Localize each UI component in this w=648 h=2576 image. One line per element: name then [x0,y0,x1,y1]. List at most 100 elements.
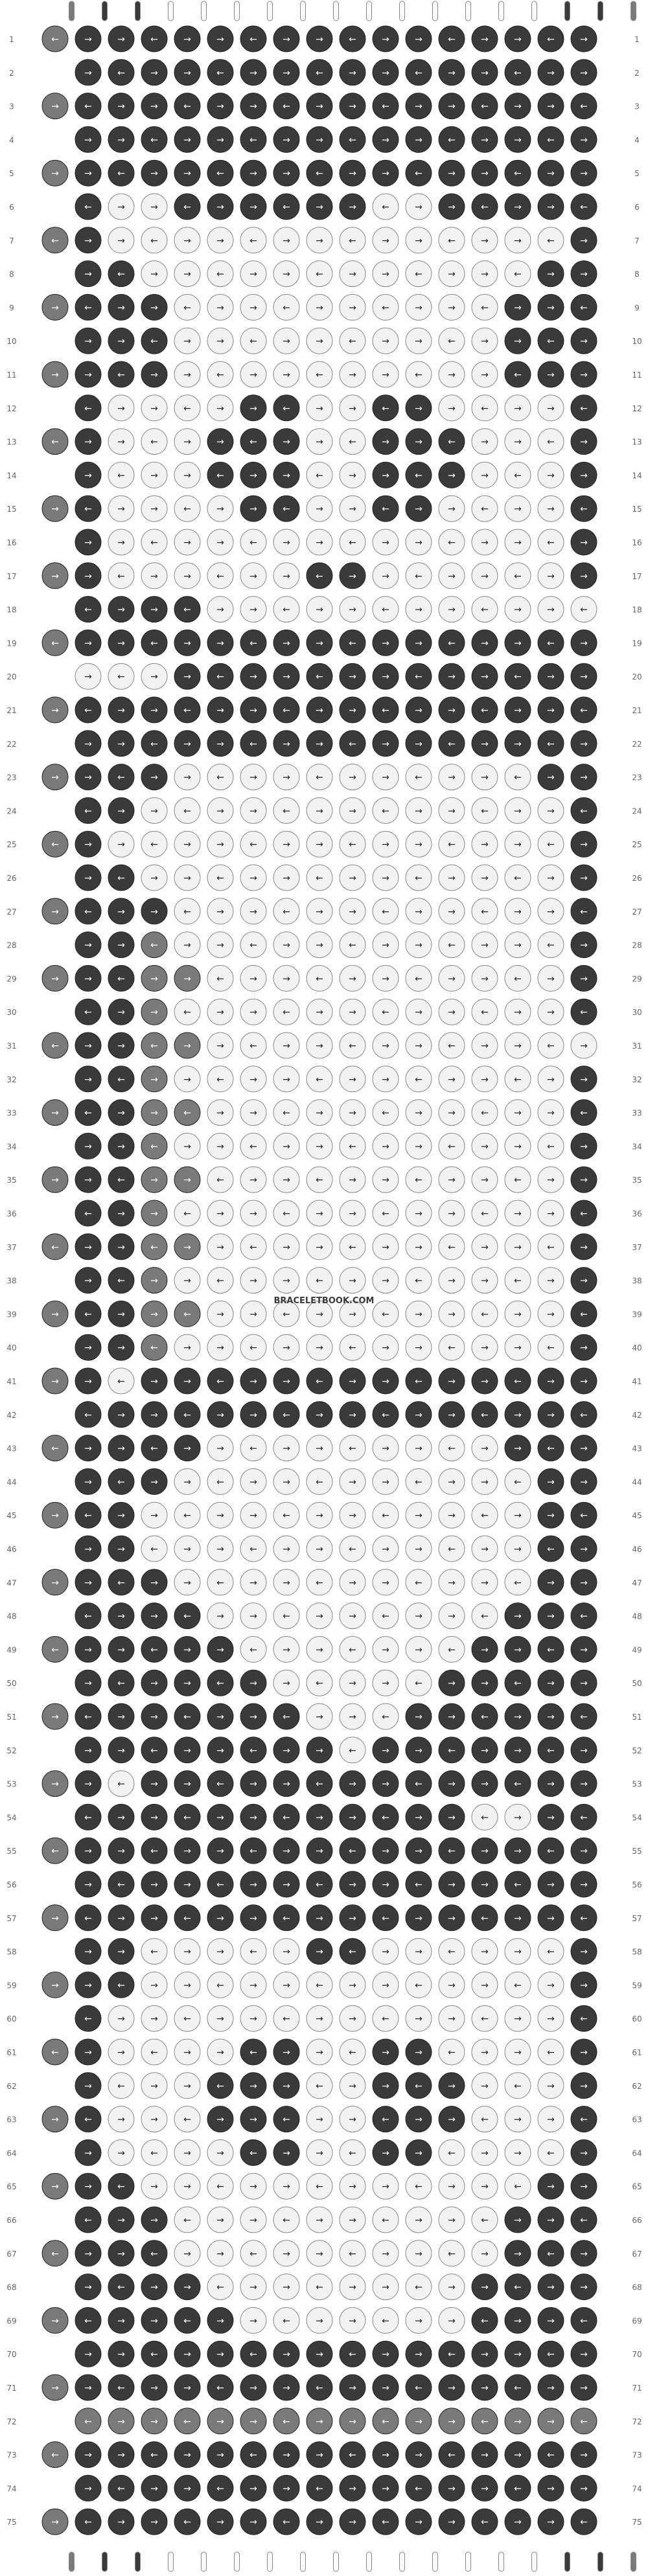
left-arrow-icon: ← [448,1645,456,1655]
thread-bottom-7 [267,2551,273,2572]
right-arrow-icon: → [349,806,356,816]
knot: → [405,495,432,522]
right-arrow-icon: → [249,168,257,179]
knot: ← [372,2206,399,2233]
right-arrow-icon: → [580,1041,588,1051]
row-label-right: 46 [632,1545,642,1554]
knot: → [471,529,498,556]
left-arrow-icon: ← [448,236,456,246]
knot: ← [240,931,267,959]
knot: → [471,1770,498,1797]
knot: → [207,2408,234,2435]
knot: ← [41,1435,69,1462]
knot: ← [240,629,267,656]
right-arrow-icon: → [117,1444,125,1454]
right-arrow-icon: → [249,1209,257,1219]
left-arrow-icon: ← [382,1812,389,1823]
knot: → [273,1770,300,1797]
right-arrow-icon: → [382,1175,389,1185]
right-arrow-icon: → [216,1846,224,1856]
left-arrow-icon: ← [448,1444,456,1454]
knot: → [306,1334,333,1361]
knot: ← [504,1770,531,1797]
knot: → [372,964,399,992]
left-arrow-icon: ← [316,470,323,481]
knot: → [306,293,333,321]
right-arrow-icon: → [349,1510,356,1521]
right-arrow-icon: → [415,1544,422,1555]
row-label-left: 63 [6,2115,16,2125]
left-arrow-icon: ← [216,269,224,280]
left-arrow-icon: ← [84,1007,92,1018]
right-arrow-icon: → [216,336,224,347]
knot: → [75,1334,102,1361]
right-arrow-icon: → [448,504,456,514]
right-arrow-icon: → [183,1242,191,1253]
left-arrow-icon: ← [448,1544,456,1555]
right-arrow-icon: → [547,2517,555,2527]
left-arrow-icon: ← [481,1410,489,1420]
row-label-right: 65 [632,2182,642,2191]
right-arrow-icon: → [448,2283,456,2293]
left-arrow-icon: ← [216,1477,224,1487]
knot: ← [471,696,498,724]
right-arrow-icon: → [283,437,290,448]
right-arrow-icon: → [481,839,489,850]
knot: ← [405,1468,432,1495]
knot: → [339,361,366,388]
right-arrow-icon: → [117,2450,125,2461]
left-arrow-icon: ← [580,1510,588,1521]
knot: ← [141,1737,168,1764]
knot: → [405,2206,432,2233]
left-arrow-icon: ← [316,1779,323,1790]
right-arrow-icon: → [84,1444,92,1454]
knot: → [141,1871,168,1898]
right-arrow-icon: → [117,1812,125,1823]
knot: → [240,1200,267,1227]
knot: → [240,964,267,992]
knot: → [339,1602,366,1630]
left-arrow-icon: ← [316,1075,323,1085]
knot: → [240,1367,267,1395]
right-arrow-icon: → [51,1578,59,1588]
left-arrow-icon: ← [349,34,356,45]
left-arrow-icon: ← [481,1913,489,1924]
right-arrow-icon: → [249,1913,257,1924]
right-arrow-icon: → [183,34,191,45]
knot: → [339,260,366,288]
left-arrow-icon: ← [349,1846,356,1856]
knot: ← [141,1938,168,1965]
left-arrow-icon: ← [481,1510,489,1521]
knot: → [537,2172,564,2200]
right-arrow-icon: → [481,34,489,45]
right-arrow-icon: → [382,2349,389,2360]
right-arrow-icon: → [580,2383,588,2393]
knot: → [108,2206,135,2233]
knot: → [504,2139,531,2166]
knot: → [273,764,300,791]
knot: → [273,964,300,992]
right-arrow-icon: → [349,974,356,984]
left-arrow-icon: ← [547,1141,555,1152]
knot: → [207,2240,234,2267]
knot: → [405,2005,432,2032]
knot: → [537,260,564,288]
knot: → [240,1166,267,1193]
knot: → [174,1737,201,1764]
knot: → [141,596,168,623]
left-arrow-icon: ← [150,1947,158,1957]
left-arrow-icon: ← [183,404,191,414]
right-arrow-icon: → [84,1578,92,1588]
knot: → [438,1367,465,1395]
right-arrow-icon: → [249,2283,257,2293]
row-label-right: 61 [632,2048,642,2057]
knot: → [570,126,597,153]
right-arrow-icon: → [382,1544,389,1555]
knot: → [570,1233,597,1260]
row-label-left: 64 [6,2149,16,2158]
knot: → [75,1770,102,1797]
knot: → [339,1669,366,1696]
right-arrow-icon: → [547,806,555,816]
right-arrow-icon: → [580,1880,588,1890]
right-arrow-icon: → [283,1578,290,1588]
